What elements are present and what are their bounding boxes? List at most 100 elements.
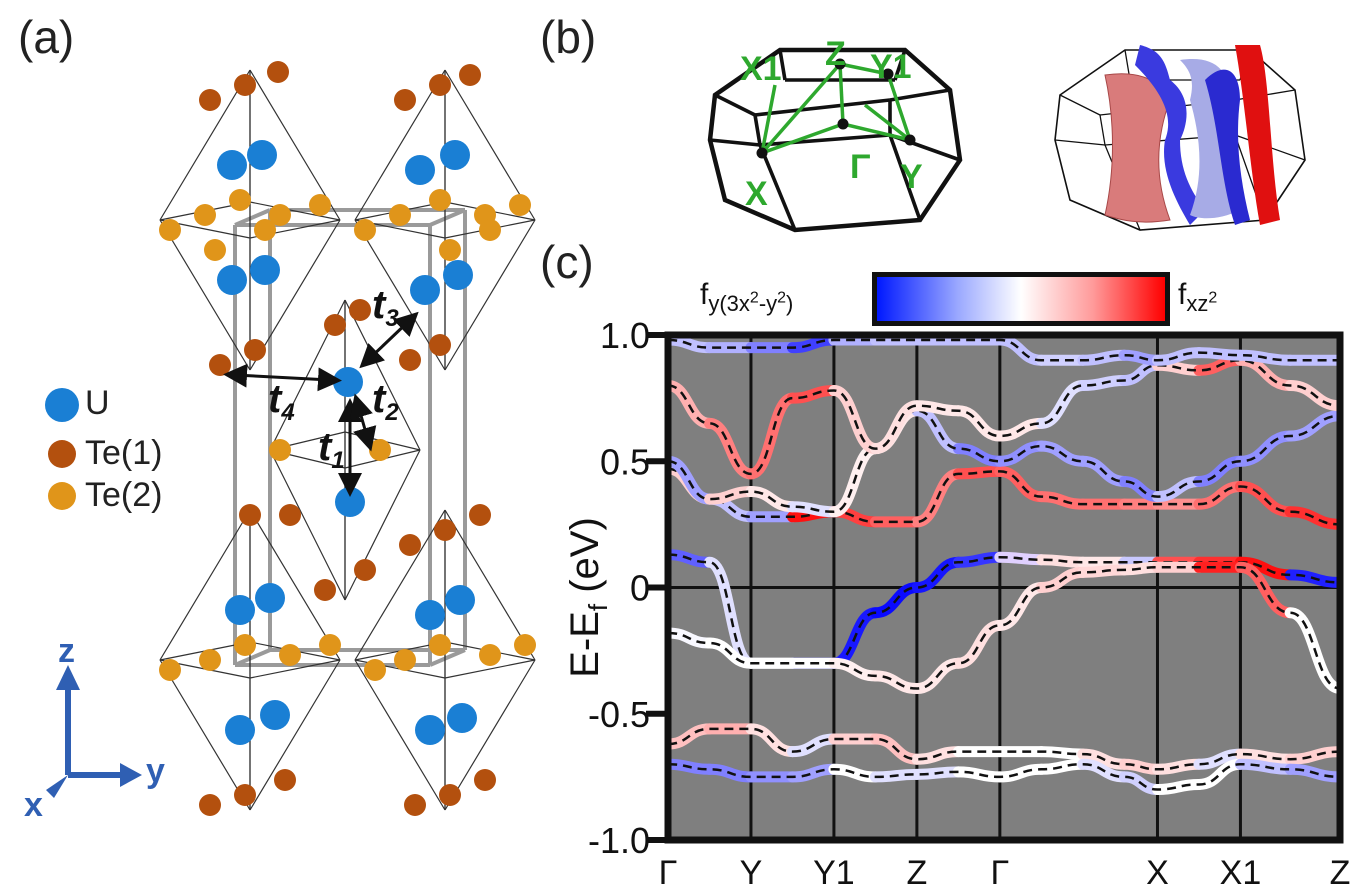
u-atom	[217, 265, 247, 295]
y-axis-label: E-Ef (eV)	[563, 517, 613, 678]
te2-atom	[389, 204, 411, 226]
bz-outline	[1054, 49, 1306, 231]
hopping-arrow	[349, 393, 377, 452]
u-atom	[443, 260, 473, 290]
te1-atom	[354, 559, 376, 581]
axis-triad	[46, 665, 142, 798]
kpoint-label: Γ	[990, 854, 1009, 892]
bond-line	[444, 509, 536, 661]
bz-edge	[714, 93, 756, 117]
band-segment-2	[952, 465, 1006, 480]
u-atom	[447, 703, 477, 733]
te2-atom	[269, 204, 291, 226]
axis-label-z: z	[58, 632, 75, 670]
y-tick-label: 0	[630, 568, 650, 609]
bz-path-segment	[761, 122, 844, 155]
te2-atom	[204, 239, 226, 261]
te1-atom	[279, 504, 301, 526]
bz-label-0: X1	[740, 50, 782, 88]
bz-path-segment	[838, 63, 845, 125]
te2-atom	[309, 194, 331, 216]
bz-path-segment	[839, 62, 889, 76]
y-tick-label: 1.0	[600, 315, 650, 356]
te2-atom	[509, 194, 531, 216]
te1-atom	[399, 534, 421, 556]
te1-atom	[474, 769, 496, 791]
bz-high-symmetry-point	[904, 134, 916, 146]
band-dashed-5	[668, 338, 1340, 362]
bond-line	[444, 659, 536, 679]
u-atom	[405, 155, 435, 185]
legend-label-te2: Te(2)	[85, 476, 163, 514]
axis-label-y: y	[146, 752, 165, 790]
bond-line	[444, 659, 536, 811]
bz-label-5: Y	[900, 158, 923, 196]
unit-cell-edge	[429, 648, 466, 667]
u-atom	[217, 150, 247, 180]
u-atom	[415, 715, 445, 745]
band-dashed-3	[668, 409, 1340, 514]
te1-atom	[234, 784, 256, 806]
bond-line	[269, 449, 346, 601]
band-segment-0	[952, 551, 1006, 568]
te2-atom	[439, 239, 461, 261]
y-tick-label: -1.0	[588, 820, 650, 861]
bz-high-symmetry-point	[837, 118, 849, 130]
u-atom	[440, 140, 470, 170]
kpoint-label: Y1	[813, 854, 855, 892]
kpoint-label: Z	[1330, 854, 1351, 892]
bond-line	[159, 509, 251, 661]
te2-atom	[319, 634, 341, 656]
te1-atom	[314, 579, 336, 601]
bz-label-1: Z	[825, 35, 846, 73]
te2-atom	[479, 644, 501, 666]
bz-edge	[1099, 114, 1106, 146]
te2-atom	[199, 649, 221, 671]
bond-line	[159, 69, 251, 221]
colorbar	[872, 272, 1170, 326]
band-segment-7	[1151, 778, 1205, 795]
panel-label-b: (b)	[540, 11, 597, 63]
kpoint-label: X	[1146, 854, 1169, 892]
kpoint-label: Z	[906, 854, 927, 892]
band-dashed-7	[668, 762, 1340, 791]
fermi-surface-diagram	[1054, 45, 1306, 231]
legend-label-u: U	[85, 384, 110, 422]
band-dashed-6	[668, 727, 1340, 771]
te1-atom	[274, 769, 296, 791]
fermi-sheet	[1205, 69, 1250, 225]
te1-atom	[404, 794, 426, 816]
bz-path-segment	[760, 84, 777, 154]
y-tick-label: 0.5	[600, 441, 650, 482]
bz-path-segment	[760, 62, 842, 155]
bond-line	[249, 509, 341, 661]
bond-line	[249, 659, 341, 679]
bond-line	[444, 219, 536, 371]
legend-dot-te1	[48, 440, 76, 468]
te2-atom	[159, 659, 181, 681]
bond-line	[249, 659, 341, 811]
band-segment-6	[1035, 746, 1089, 760]
te2-atom	[514, 634, 536, 656]
bond-line	[249, 69, 341, 221]
hopping-arrow	[359, 311, 419, 369]
te1-atom	[199, 89, 221, 111]
te1-atom	[429, 334, 451, 356]
bz-edge	[893, 49, 907, 81]
band-dashed-1	[668, 566, 1340, 690]
te2-atom	[159, 219, 181, 241]
legend-label-te1: Te(1)	[85, 434, 163, 472]
u-atom	[445, 585, 475, 615]
te2-atom	[229, 189, 251, 211]
bz-high-symmetry-point	[834, 58, 846, 70]
u-atom	[260, 700, 290, 730]
bz-path-segment	[863, 103, 912, 142]
u-atom	[255, 583, 285, 613]
bond-line	[159, 659, 251, 811]
colorbar-left-label: fy(3x2-y2)	[700, 278, 794, 316]
te1-atom	[469, 504, 491, 526]
